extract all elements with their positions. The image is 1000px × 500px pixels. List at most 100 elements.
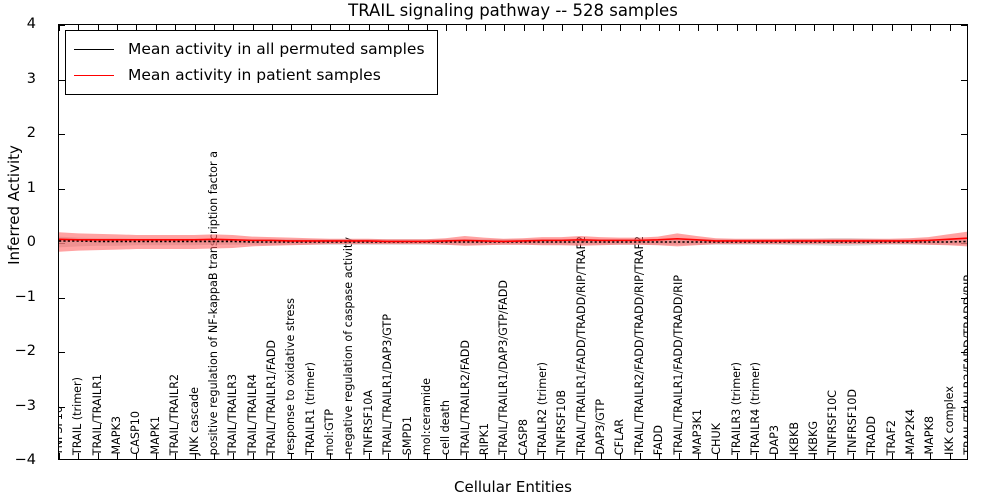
x-tick-mark bbox=[136, 25, 138, 31]
x-tick-mark bbox=[233, 453, 235, 459]
y-axis-tick-1: 1 bbox=[26, 179, 36, 196]
x-tick-mark bbox=[872, 453, 874, 459]
x-tick-mark bbox=[194, 25, 196, 31]
x-tick-mark bbox=[736, 25, 738, 31]
x-tick-mark bbox=[910, 25, 912, 31]
x-tick-mark bbox=[794, 453, 796, 459]
x-tick-mark bbox=[368, 453, 370, 459]
x-tick-mark bbox=[891, 453, 893, 459]
x-tick-mark bbox=[155, 25, 157, 31]
x-tick-mark bbox=[659, 453, 661, 459]
x-tick-mark bbox=[175, 25, 177, 31]
x-tick-mark bbox=[175, 453, 177, 459]
x-tick-mark bbox=[601, 25, 603, 31]
legend-item-patient: Mean activity in patient samples bbox=[74, 62, 425, 88]
legend-line-swatch-black bbox=[74, 48, 114, 50]
x-tick-mark bbox=[426, 453, 428, 459]
x-tick-mark bbox=[349, 453, 351, 459]
x-tick-mark bbox=[136, 453, 138, 459]
legend-label-patient: Mean activity in patient samples bbox=[128, 66, 381, 84]
x-tick-mark bbox=[155, 453, 157, 459]
series-line bbox=[59, 240, 967, 243]
x-tick-mark bbox=[446, 453, 448, 459]
y-tick-mark bbox=[961, 79, 967, 81]
x-tick-mark bbox=[407, 453, 409, 459]
y-tick-mark bbox=[59, 352, 65, 353]
x-tick-mark bbox=[78, 453, 80, 459]
x-tick-mark bbox=[543, 25, 545, 31]
x-tick-mark bbox=[910, 453, 912, 459]
legend-label-permuted: Mean activity in all permuted samples bbox=[128, 40, 425, 58]
x-tick-mark bbox=[271, 453, 273, 459]
x-tick-mark bbox=[330, 25, 332, 31]
x-tick-mark bbox=[775, 25, 777, 31]
x-tick-mark bbox=[814, 25, 816, 31]
x-tick-mark bbox=[697, 25, 699, 31]
x-tick-mark bbox=[291, 25, 293, 31]
x-tick-mark bbox=[446, 25, 448, 31]
x-tick-mark bbox=[852, 453, 854, 459]
x-tick-mark bbox=[310, 25, 312, 31]
y-tick-mark bbox=[961, 352, 967, 353]
x-tick-mark bbox=[562, 25, 564, 31]
y-axis-label: Inferred Activity bbox=[5, 145, 23, 265]
x-tick-mark bbox=[252, 453, 254, 459]
x-tick-mark bbox=[504, 25, 506, 31]
x-tick-mark bbox=[872, 25, 874, 31]
x-tick-mark bbox=[97, 453, 99, 459]
x-tick-mark bbox=[523, 25, 525, 31]
y-axis-tick-0: 0 bbox=[26, 234, 36, 250]
x-tick-mark bbox=[620, 25, 622, 31]
legend: Mean activity in all permuted samples Me… bbox=[65, 30, 438, 95]
x-tick-mark bbox=[756, 25, 758, 31]
x-tick-mark bbox=[601, 453, 603, 459]
y-axis-tick-2: 2 bbox=[26, 125, 36, 141]
x-tick-mark bbox=[407, 25, 409, 31]
y-tick-mark bbox=[59, 25, 65, 26]
y-axis-tick-3: 3 bbox=[26, 70, 36, 87]
x-tick-mark bbox=[213, 25, 215, 31]
x-tick-mark bbox=[426, 25, 428, 31]
x-tick-mark bbox=[949, 25, 951, 31]
x-tick-mark bbox=[368, 25, 370, 31]
x-tick-mark bbox=[794, 25, 796, 31]
x-tick-mark bbox=[678, 25, 680, 31]
y-tick-mark bbox=[59, 406, 65, 408]
x-tick-mark bbox=[891, 25, 893, 31]
legend-line-swatch-red bbox=[74, 74, 114, 76]
x-tick-mark bbox=[330, 453, 332, 459]
x-tick-mark bbox=[852, 25, 854, 31]
x-tick-mark bbox=[717, 453, 719, 459]
x-tick-mark bbox=[117, 453, 119, 459]
x-tick-mark bbox=[775, 453, 777, 459]
x-tick-mark bbox=[59, 453, 60, 459]
x-tick-mark bbox=[562, 453, 564, 459]
x-tick-mark bbox=[833, 453, 835, 459]
x-tick-mark bbox=[388, 25, 390, 31]
x-tick-mark bbox=[949, 453, 951, 459]
x-tick-mark bbox=[484, 453, 486, 459]
y-axis-tick-neg1: −1 bbox=[14, 288, 36, 305]
x-tick-mark bbox=[233, 25, 235, 31]
x-tick-mark bbox=[639, 453, 641, 459]
y-axis-tick-neg4: −4 bbox=[14, 452, 36, 468]
x-tick-mark bbox=[833, 25, 835, 31]
x-tick-mark bbox=[523, 453, 525, 459]
x-tick-mark bbox=[291, 453, 293, 459]
x-tick-mark bbox=[484, 25, 486, 31]
legend-item-permuted: Mean activity in all permuted samples bbox=[74, 36, 425, 62]
x-tick-mark bbox=[117, 25, 119, 31]
y-axis-tick-neg3: −3 bbox=[14, 397, 36, 414]
x-tick-mark bbox=[678, 453, 680, 459]
x-tick-mark bbox=[930, 25, 932, 31]
x-tick-mark bbox=[639, 25, 641, 31]
y-tick-mark bbox=[59, 134, 65, 135]
series-canvas bbox=[59, 231, 967, 252]
x-tick-mark bbox=[543, 453, 545, 459]
x-tick-mark bbox=[620, 453, 622, 459]
x-tick-mark bbox=[252, 25, 254, 31]
x-tick-mark bbox=[213, 453, 215, 459]
chart-title: TRAIL signaling pathway -- 528 samples bbox=[348, 1, 678, 20]
